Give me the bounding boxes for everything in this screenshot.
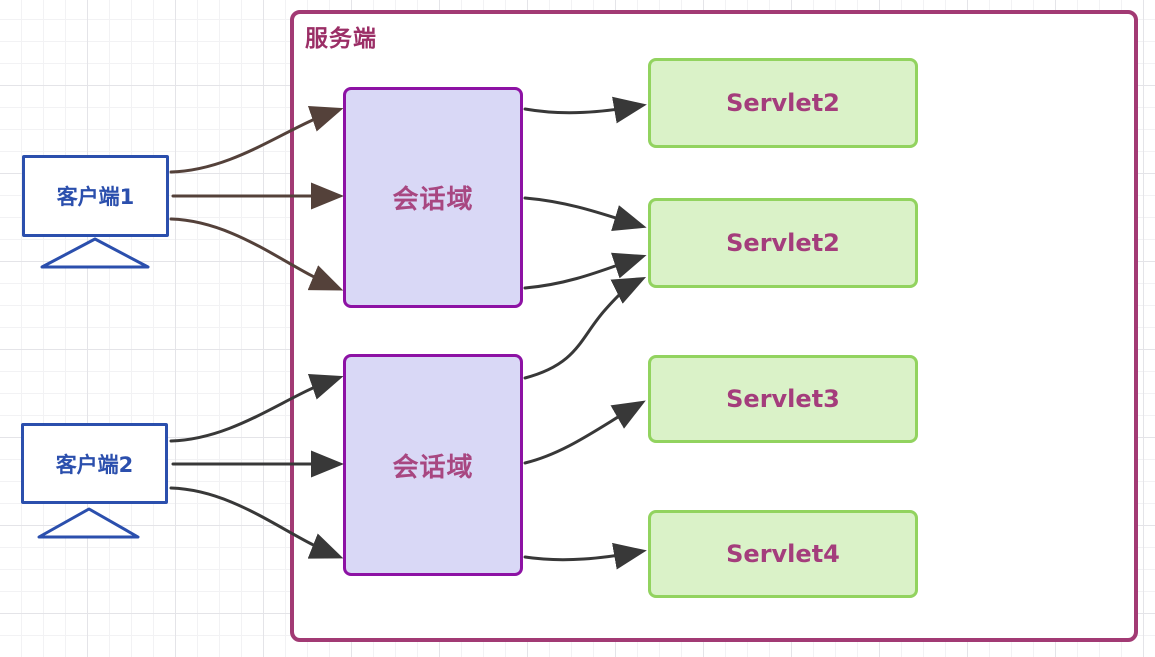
client-label: 客户端1 <box>56 185 135 209</box>
client-node-2: 客户端2 <box>21 423 168 504</box>
servlet-node-4: Servlet4 <box>648 510 918 598</box>
servlet-node-2: Servlet2 <box>648 198 918 288</box>
servlet-label: Servlet4 <box>726 540 840 568</box>
servlet-node-3: Servlet3 <box>648 355 918 443</box>
servlet-label: Servlet2 <box>726 229 840 257</box>
server-title: 服务端 <box>305 26 377 52</box>
session-scope-node-2: 会话域 <box>343 354 523 576</box>
client-node-1: 客户端1 <box>22 155 169 237</box>
servlet-label: Servlet2 <box>726 89 840 117</box>
monitor-stand-icon <box>37 507 140 539</box>
session-scope-node-1: 会话域 <box>343 87 523 308</box>
monitor-stand-icon <box>40 237 150 269</box>
session-scope-label: 会话域 <box>392 185 474 215</box>
client-label: 客户端2 <box>55 452 134 477</box>
session-scope-label: 会话域 <box>392 452 474 483</box>
servlet-node-1: Servlet2 <box>648 58 918 148</box>
servlet-label: Servlet3 <box>726 385 840 413</box>
